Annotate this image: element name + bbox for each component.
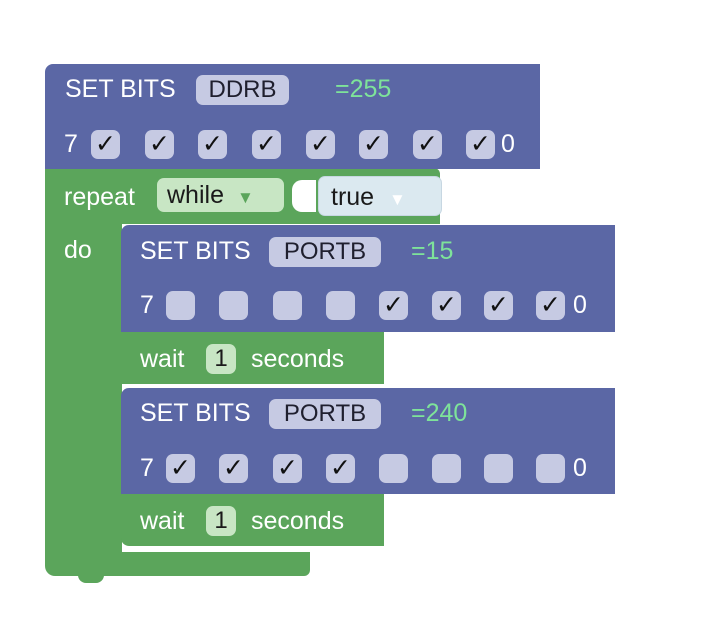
repeat-mode-value: while (167, 181, 224, 209)
value-readout: =240 (411, 399, 468, 427)
bit-checkbox[interactable] (326, 454, 355, 483)
condition-socket (292, 180, 316, 212)
bit-checkbox[interactable] (359, 130, 388, 159)
bit-checkbox[interactable] (432, 291, 461, 320)
msb-label: 7 (140, 454, 154, 482)
register-dropdown[interactable]: PORTB (269, 399, 381, 429)
bit-checkbox[interactable] (166, 454, 195, 483)
repeat-bottom-notch (78, 574, 104, 583)
bit-checkbox[interactable] (379, 454, 408, 483)
dropdown-arrow-icon: ▼ (236, 188, 254, 207)
set-bits-portb-block[interactable]: SET BITS PORTB =15 7 0 (121, 225, 615, 332)
value-readout: =255 (335, 75, 392, 103)
bit-checkbox[interactable] (273, 454, 302, 483)
value-readout: =15 (411, 237, 454, 265)
wait-label: wait (140, 345, 185, 373)
set-bits-label: SET BITS (65, 75, 176, 103)
dropdown-arrow-icon: ▼ (389, 190, 406, 209)
bit-checkbox[interactable] (198, 130, 227, 159)
bit-checkbox[interactable] (432, 454, 461, 483)
wait-seconds-input[interactable]: 1 (206, 344, 236, 374)
bit-checkbox[interactable] (219, 291, 248, 320)
wait-unit-label: seconds (251, 507, 345, 535)
set-bits-ddrb-block[interactable]: SET BITS DDRB =255 7 0 (45, 64, 540, 169)
lsb-label: 0 (573, 454, 587, 482)
bit-checkbox[interactable] (166, 291, 195, 320)
bit-checkbox[interactable] (219, 454, 248, 483)
wait-seconds-input[interactable]: 1 (206, 506, 236, 536)
wait-unit-label: seconds (251, 345, 345, 373)
bit-checkbox[interactable] (91, 130, 120, 159)
bit-checkbox[interactable] (379, 291, 408, 320)
lsb-label: 0 (501, 130, 515, 158)
bit-checkbox[interactable] (484, 291, 513, 320)
set-bits-label: SET BITS (140, 399, 251, 427)
register-dropdown[interactable]: DDRB (196, 75, 289, 105)
set-bits-portb-block[interactable]: SET BITS PORTB =240 7 0 (121, 388, 615, 494)
lsb-label: 0 (573, 291, 587, 319)
bit-checkbox[interactable] (306, 130, 335, 159)
msb-label: 7 (64, 130, 78, 158)
do-label: do (64, 236, 92, 264)
repeat-block-spine (45, 222, 122, 558)
bit-checkbox[interactable] (273, 291, 302, 320)
condition-value: true (331, 183, 375, 211)
set-bits-label: SET BITS (140, 237, 251, 265)
bit-checkbox[interactable] (252, 130, 281, 159)
repeat-block-footer (45, 552, 310, 576)
register-dropdown[interactable]: PORTB (269, 237, 381, 267)
bit-checkbox[interactable] (536, 291, 565, 320)
wait-block[interactable]: wait 1 seconds (121, 332, 384, 384)
wait-block[interactable]: wait 1 seconds (121, 494, 384, 546)
bit-checkbox[interactable] (536, 454, 565, 483)
wait-label: wait (140, 507, 185, 535)
bit-checkbox[interactable] (413, 130, 442, 159)
repeat-mode-dropdown[interactable]: while ▼ (157, 178, 284, 212)
bit-checkbox[interactable] (466, 130, 495, 159)
repeat-label: repeat (64, 183, 135, 211)
bit-checkbox[interactable] (326, 291, 355, 320)
condition-dropdown[interactable]: true ▼ (318, 176, 442, 216)
msb-label: 7 (140, 291, 154, 319)
bit-checkbox[interactable] (484, 454, 513, 483)
bit-checkbox[interactable] (145, 130, 174, 159)
